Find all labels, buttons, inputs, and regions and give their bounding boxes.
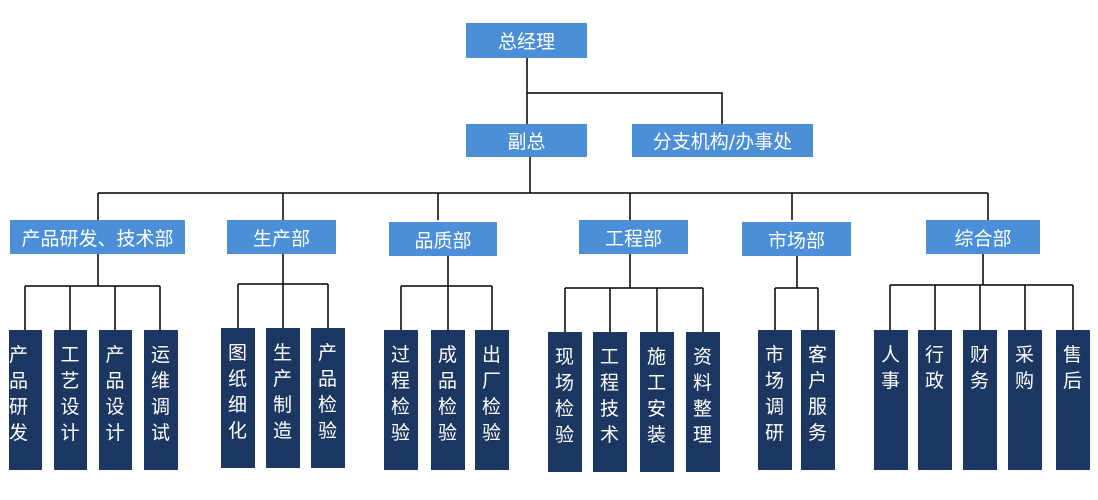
unit-installation-box: 施工安装 (640, 332, 674, 472)
unit-product-inspection-box: 产品检验 (311, 328, 345, 468)
unit-procurement-box: 采购 (1008, 330, 1042, 470)
dept-marketing-box: 市场部 (742, 222, 851, 256)
unit-label: 市场调研 (765, 344, 785, 444)
general-manager-box: 总经理 (466, 23, 587, 58)
unit-label: 财务 (970, 344, 990, 392)
unit-product-design-box: 产品设计 (99, 330, 132, 470)
unit-label: 售后 (1063, 344, 1083, 392)
unit-label: 行政 (925, 344, 945, 392)
unit-document-mgmt-box: 资料整理 (686, 332, 720, 472)
dept-rnd-tech-box: 产品研发、技术部 (10, 220, 185, 254)
unit-hr-box: 人事 (874, 330, 908, 470)
unit-process-inspection-box: 过程检验 (384, 330, 418, 470)
unit-engineering-tech-box: 工程技术 (593, 332, 627, 472)
unit-finance-box: 财务 (963, 330, 997, 470)
unit-label: 施工安装 (647, 346, 667, 446)
unit-label: 工艺设计 (60, 344, 80, 444)
unit-market-research-box: 市场调研 (758, 330, 792, 470)
unit-customer-service-box: 客户服务 (801, 330, 835, 470)
unit-ops-debug-box: 运维调试 (144, 330, 178, 470)
deputy-gm-box: 副总 (466, 124, 587, 157)
unit-label: 客户服务 (808, 344, 828, 444)
unit-label: 工程技术 (600, 346, 620, 446)
unit-after-sales-box: 售后 (1056, 330, 1090, 470)
unit-product-rnd-box: 产品研发 (9, 330, 42, 470)
unit-label: 图纸细化 (228, 342, 248, 442)
dept-quality-box: 品质部 (389, 222, 497, 256)
unit-label: 资料整理 (693, 346, 713, 446)
unit-label: 产品设计 (105, 344, 125, 444)
unit-label: 出厂检验 (482, 344, 502, 444)
unit-label: 采购 (1015, 344, 1035, 392)
dept-general-affairs-box: 综合部 (926, 220, 1040, 254)
unit-finished-inspection-box: 成品检验 (431, 330, 465, 470)
unit-site-inspection-box: 现场检验 (548, 332, 582, 472)
unit-admin-box: 行政 (918, 330, 952, 470)
unit-label: 产品检验 (318, 342, 338, 442)
unit-label: 过程检验 (391, 344, 411, 444)
unit-label: 产品研发 (9, 344, 29, 444)
branch-office-box: 分支机构/办事处 (632, 124, 813, 157)
unit-label: 运维调试 (151, 344, 171, 444)
unit-drawing-detail-box: 图纸细化 (221, 328, 255, 468)
unit-label: 现场检验 (555, 346, 575, 446)
dept-engineering-box: 工程部 (579, 220, 688, 254)
unit-manufacturing-box: 生产制造 (266, 328, 300, 468)
unit-label: 人事 (881, 344, 901, 392)
dept-production-box: 生产部 (227, 220, 336, 254)
unit-label: 生产制造 (273, 342, 293, 442)
unit-label: 成品检验 (438, 344, 458, 444)
unit-process-design-box: 工艺设计 (54, 330, 87, 470)
unit-factory-inspection-box: 出厂检验 (475, 330, 509, 470)
